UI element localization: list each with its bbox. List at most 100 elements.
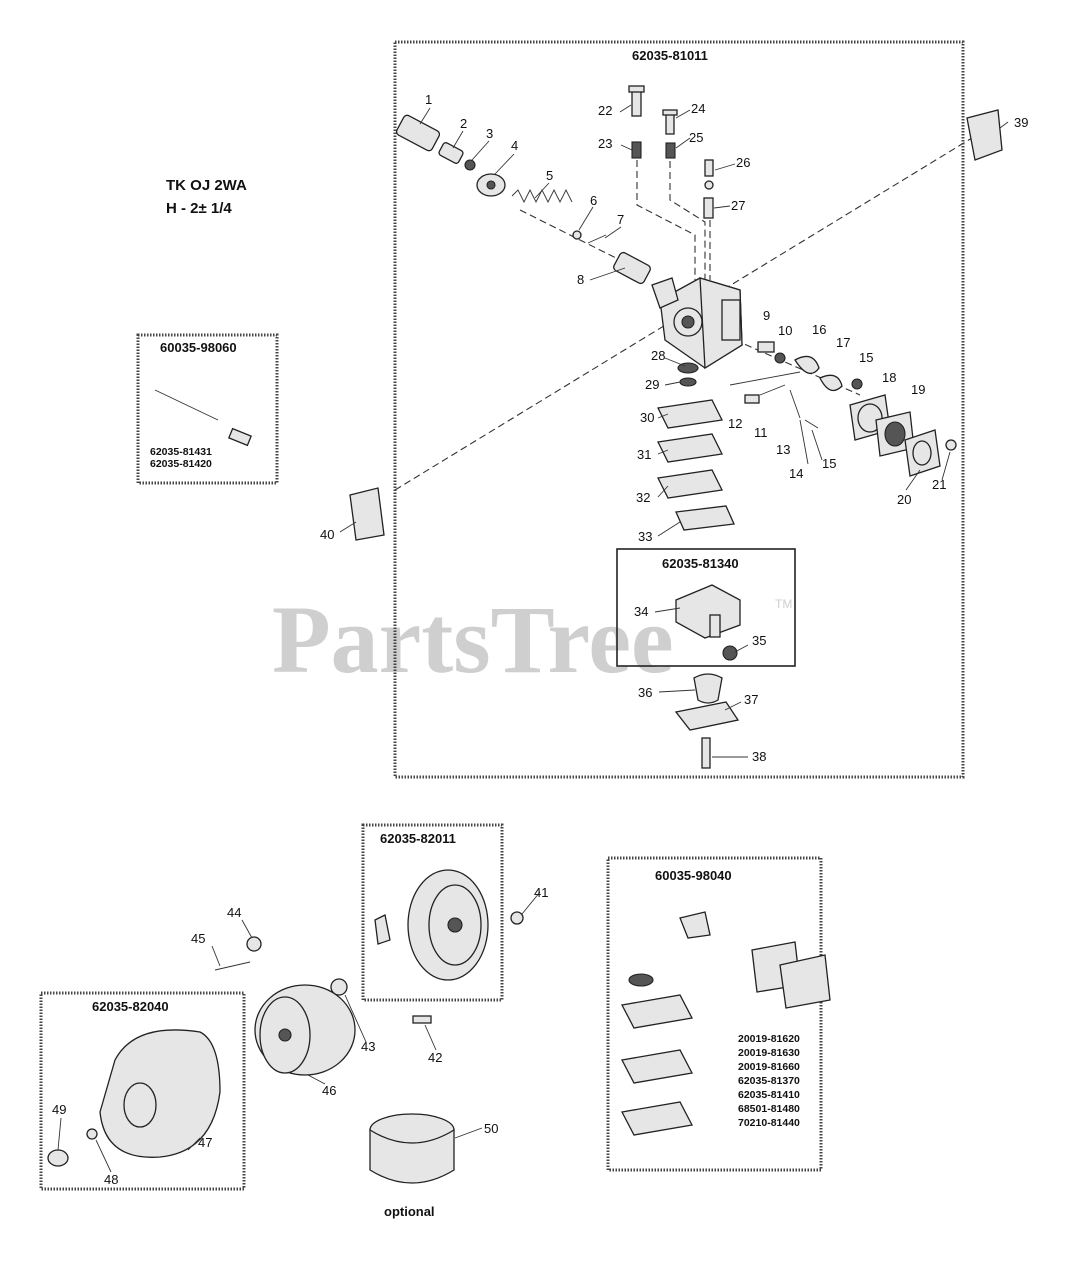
optional-label: optional bbox=[384, 1204, 435, 1219]
callouts: 1 2 3 4 5 6 7 8 9 10 11 12 13 14 15 15 1… bbox=[52, 92, 1028, 1187]
callout-43: 43 bbox=[361, 1039, 375, 1054]
callout-1: 1 bbox=[425, 92, 432, 107]
part-3 bbox=[464, 159, 476, 171]
pump-frame bbox=[616, 548, 796, 667]
part-48 bbox=[86, 1128, 98, 1140]
callout-11: 11 bbox=[754, 425, 768, 440]
part-43 bbox=[330, 978, 348, 996]
callout-10: 10 bbox=[778, 323, 792, 338]
group-label-cover: 62035-82040 bbox=[92, 999, 169, 1014]
adjust-kit-needle bbox=[154, 389, 219, 421]
callout-33: 33 bbox=[638, 529, 652, 544]
carburetor-frame bbox=[393, 40, 965, 779]
callout-4: 4 bbox=[511, 138, 518, 153]
callout-37: 37 bbox=[744, 692, 758, 707]
group-label-pump: 62035-81340 bbox=[662, 556, 739, 571]
part-47 bbox=[99, 1029, 221, 1158]
part-30 bbox=[657, 399, 723, 429]
carburetor-body bbox=[651, 277, 743, 370]
callout-32: 32 bbox=[636, 490, 650, 505]
part-7 bbox=[587, 234, 607, 244]
group-label-repair-kit: 60035-98040 bbox=[655, 868, 732, 883]
part-21 bbox=[945, 439, 957, 451]
callout-17: 17 bbox=[836, 335, 850, 350]
repair-kit-part-6: 68501-81480 bbox=[738, 1103, 800, 1115]
part-11 bbox=[759, 384, 786, 396]
callout-48: 48 bbox=[104, 1172, 118, 1187]
part-36 bbox=[693, 673, 723, 704]
callout-26: 26 bbox=[736, 155, 750, 170]
model-line-1: TK OJ 2WA bbox=[166, 177, 247, 194]
starter-frame bbox=[361, 823, 504, 1002]
callout-50: 50 bbox=[484, 1121, 498, 1136]
part-11-12-bracket bbox=[729, 371, 801, 386]
repair-kit-screen bbox=[628, 973, 654, 987]
part-17 bbox=[819, 374, 843, 392]
part-26 bbox=[704, 159, 714, 190]
part-32 bbox=[657, 469, 723, 499]
part-37 bbox=[674, 701, 740, 731]
repair-kit-part-7: 70210-81440 bbox=[738, 1117, 800, 1129]
repair-kit-gasket-2 bbox=[621, 1049, 693, 1084]
part-9 bbox=[757, 341, 775, 353]
callout-5: 5 bbox=[546, 168, 553, 183]
adjust-kit-cap bbox=[228, 427, 252, 447]
repair-kit-gasket-small bbox=[679, 911, 711, 939]
part-31 bbox=[657, 433, 723, 463]
callout-41: 41 bbox=[534, 885, 548, 900]
part-39 bbox=[966, 109, 1003, 161]
part-45 bbox=[214, 961, 251, 971]
assembly-line-24 bbox=[669, 150, 706, 280]
part-46 bbox=[254, 984, 356, 1076]
callout-35: 35 bbox=[752, 633, 766, 648]
callout-30: 30 bbox=[640, 410, 654, 425]
repair-kit-part-5: 62035-81410 bbox=[738, 1089, 800, 1101]
callout-29: 29 bbox=[645, 377, 659, 392]
callout-15-lower: 15 bbox=[822, 456, 836, 471]
callout-46: 46 bbox=[322, 1083, 336, 1098]
starter-clip bbox=[374, 914, 391, 945]
starter-pulley bbox=[407, 869, 489, 981]
repair-kit-part-3: 20019-81660 bbox=[738, 1061, 800, 1073]
callout-45: 45 bbox=[191, 931, 205, 946]
repair-kit-frame bbox=[606, 856, 823, 1172]
callout-24: 24 bbox=[691, 101, 705, 116]
part-33 bbox=[675, 505, 735, 531]
part-42 bbox=[412, 1015, 432, 1024]
callout-19: 19 bbox=[911, 382, 925, 397]
callout-27: 27 bbox=[731, 198, 745, 213]
part-49 bbox=[47, 1149, 69, 1167]
part-50 bbox=[369, 1113, 455, 1184]
callout-20: 20 bbox=[897, 492, 911, 507]
repair-kit-part-4: 62035-81370 bbox=[738, 1075, 800, 1087]
repair-kit-part-2: 20019-81630 bbox=[738, 1047, 800, 1059]
adjust-kit-part-1: 62035-81431 bbox=[150, 446, 212, 458]
adjust-kit-frame bbox=[136, 333, 279, 485]
repair-kit-gasket-1 bbox=[621, 994, 693, 1029]
callout-28: 28 bbox=[651, 348, 665, 363]
part-15-lower bbox=[804, 419, 819, 429]
repair-kit-gasket-3 bbox=[621, 1101, 693, 1136]
part-35 bbox=[722, 645, 738, 661]
callout-6: 6 bbox=[590, 193, 597, 208]
callout-25: 25 bbox=[689, 130, 703, 145]
part-41 bbox=[510, 911, 524, 925]
part-22 bbox=[628, 85, 645, 117]
callout-34: 34 bbox=[634, 604, 648, 619]
part-15-upper bbox=[851, 378, 863, 390]
callout-12: 12 bbox=[728, 416, 742, 431]
callout-7: 7 bbox=[617, 212, 624, 227]
part-27 bbox=[703, 197, 714, 219]
watermark: PartsTree bbox=[272, 586, 674, 693]
callout-36: 36 bbox=[638, 685, 652, 700]
cover-frame bbox=[39, 991, 246, 1191]
callout-22: 22 bbox=[598, 103, 612, 118]
part-12 bbox=[744, 394, 760, 404]
part-23 bbox=[631, 141, 642, 159]
callout-18: 18 bbox=[882, 370, 896, 385]
part-10 bbox=[774, 352, 786, 364]
callout-49: 49 bbox=[52, 1102, 66, 1117]
callout-8: 8 bbox=[577, 272, 584, 287]
callout-3: 3 bbox=[486, 126, 493, 141]
